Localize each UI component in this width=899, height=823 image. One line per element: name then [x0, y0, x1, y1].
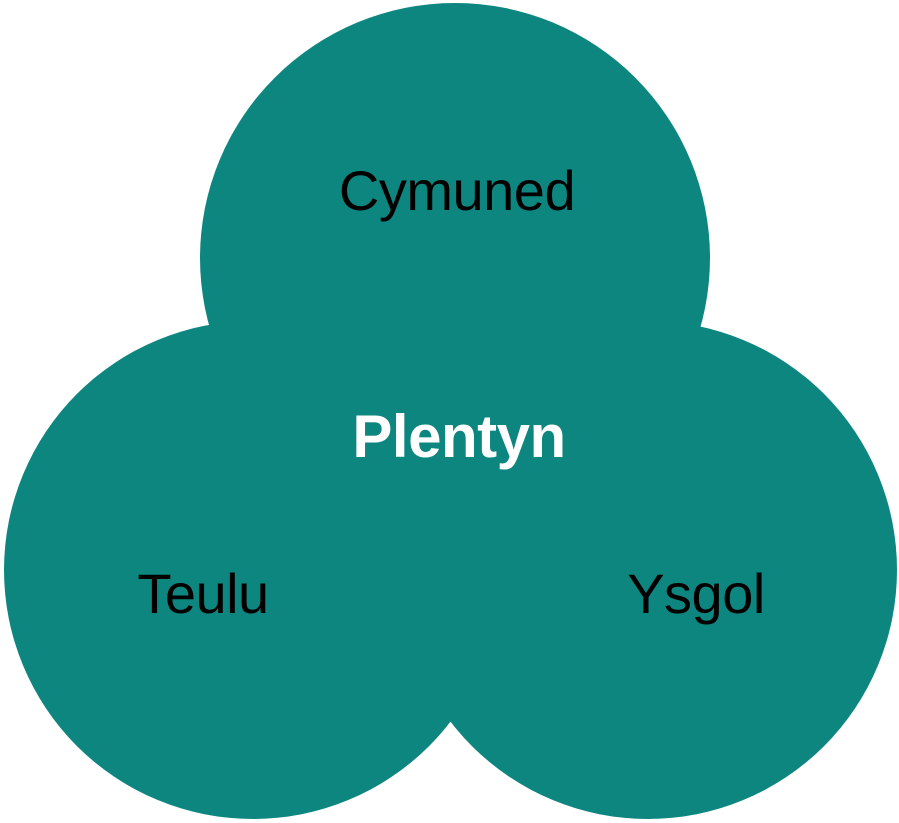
lobe-label-ysgol: Ysgol — [627, 562, 765, 625]
trefoil-circles — [4, 3, 897, 819]
lobe-label-teulu: Teulu — [137, 562, 269, 625]
lobe-label-cymuned: Cymuned — [338, 159, 576, 222]
center-label-plentyn: Plentyn — [352, 403, 566, 470]
circle-teulu — [4, 321, 502, 819]
circle-ysgol — [399, 321, 897, 819]
